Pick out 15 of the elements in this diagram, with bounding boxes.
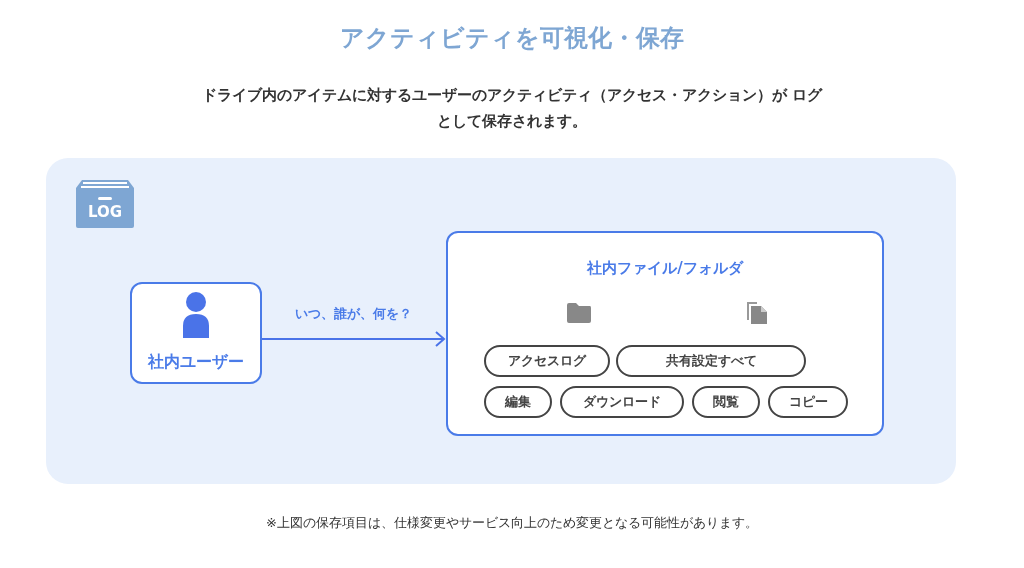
log-text: LOG <box>86 203 124 221</box>
activity-tag: 編集 <box>484 386 552 418</box>
activity-tag: ダウンロード <box>560 386 684 418</box>
footnote: ※上図の保存項目は、仕様変更やサービス向上のため変更となる可能性があります。 <box>265 514 759 532</box>
node-label: 社内ユーザー <box>147 352 245 373</box>
activity-tag: 共有設定すべて <box>616 345 806 377</box>
title: アクティビティを可視化・保存 <box>339 23 685 54</box>
activity-tag: 閲覧 <box>692 386 760 418</box>
user-box <box>130 282 262 384</box>
activity-tag: アクセスログ <box>484 345 610 377</box>
arrow <box>261 331 445 347</box>
files-box <box>446 231 884 436</box>
subtitle: ドライブ内のアイテムに対するユーザーのアクティビティ（アクセス・アクション）が ログとして保存されます。 <box>200 85 824 132</box>
node-label: 社内ファイル/フォルダ <box>586 259 745 278</box>
activity-tag: コピー <box>768 386 848 418</box>
